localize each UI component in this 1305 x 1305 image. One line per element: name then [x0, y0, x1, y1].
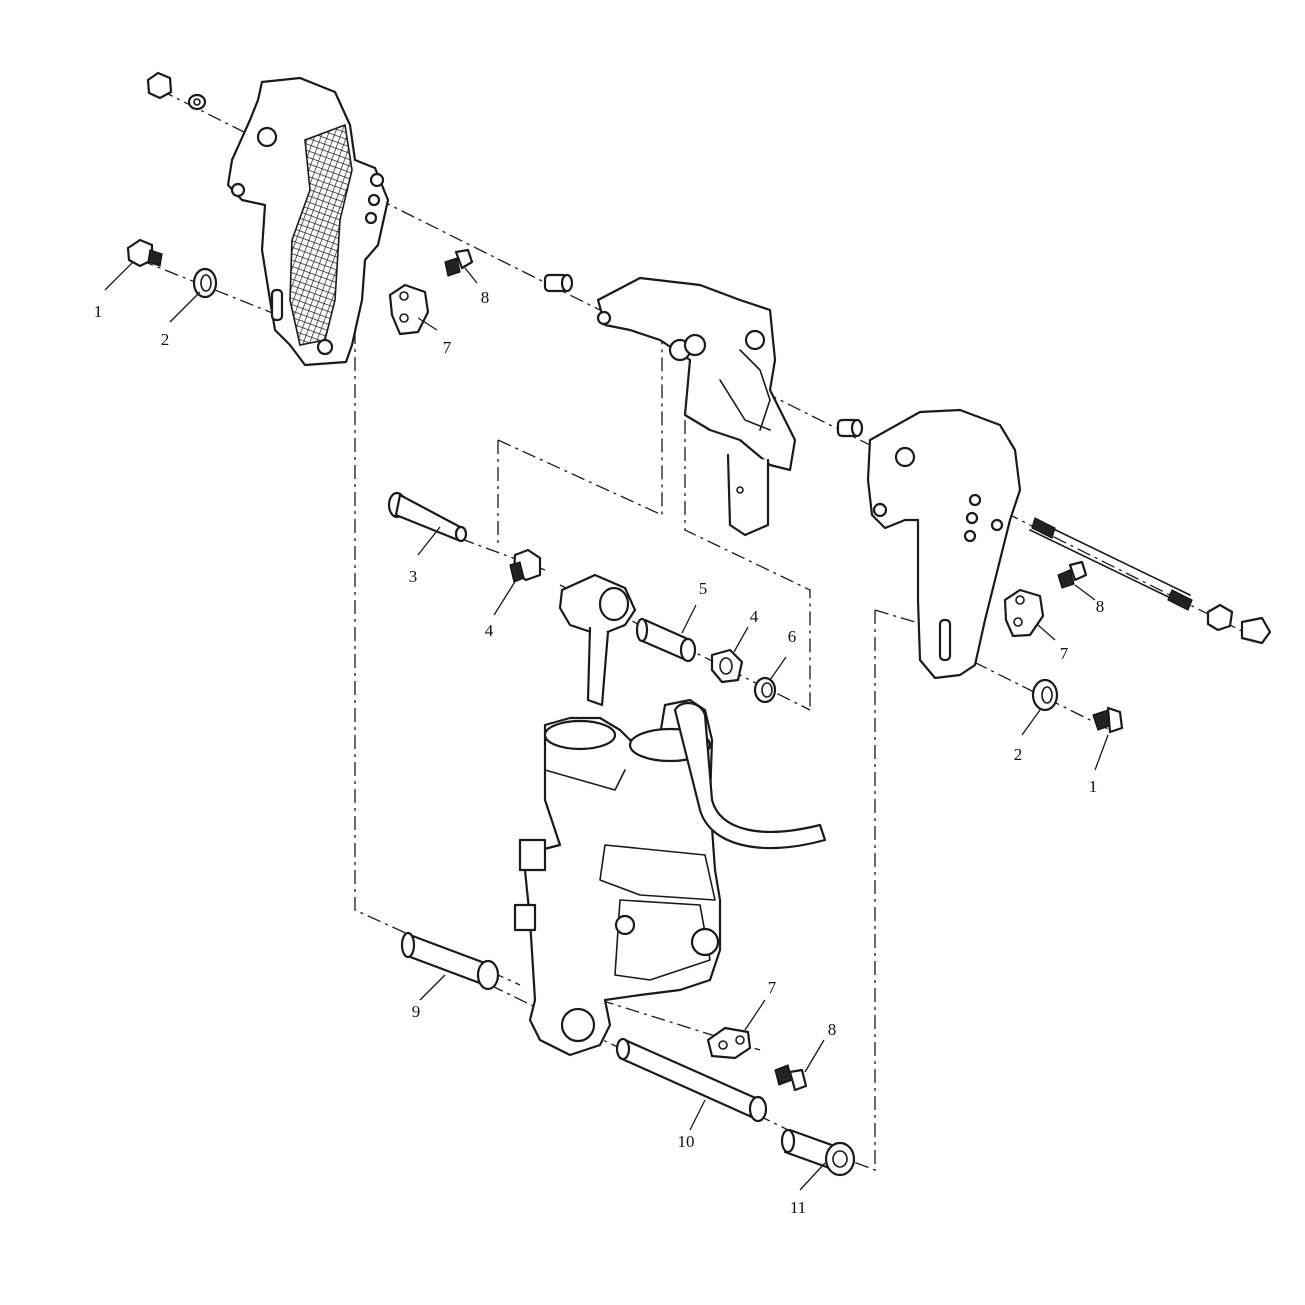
plate-7-upper	[388, 283, 430, 336]
callout-2-left: 2	[161, 330, 170, 349]
bushing-4-right	[710, 648, 744, 684]
bolt-8-right	[1057, 560, 1088, 589]
bolt-8-lower	[774, 1064, 808, 1092]
left-clamp-bracket	[226, 76, 390, 367]
leader-lines	[104, 261, 1109, 1191]
callout-7-right: 7	[1060, 644, 1069, 663]
callout-8-right: 8	[1096, 597, 1105, 616]
through-rod	[1029, 517, 1272, 645]
callout-8-lower: 8	[828, 1020, 837, 1039]
callout-7-upper: 7	[443, 338, 452, 357]
bolt-8-upper	[444, 248, 474, 277]
bolt-1-left	[126, 238, 163, 268]
swivel-bracket	[596, 276, 797, 537]
top-left-nut	[146, 71, 207, 111]
callout-10: 10	[678, 1132, 695, 1151]
callout-labels: 1 2 8 7 3 4 5 4 6 8 7 2 1 9 7 8 10 11	[94, 288, 1105, 1217]
callout-2-right: 2	[1014, 745, 1023, 764]
plate-7-lower	[706, 1026, 752, 1060]
pin-3	[387, 491, 468, 543]
callout-5: 5	[699, 579, 708, 598]
callout-9: 9	[412, 1002, 421, 1021]
bushing-11	[780, 1128, 856, 1177]
sleeve-9	[400, 931, 500, 991]
sleeve-5	[635, 617, 697, 663]
bushing-4-left	[509, 548, 542, 583]
washer-2-right	[1031, 678, 1059, 712]
callout-4-left: 4	[485, 621, 494, 640]
callout-7-lower: 7	[768, 978, 777, 997]
bolt-1-right	[1092, 706, 1124, 734]
pin-10	[615, 1037, 768, 1123]
clip-6	[753, 676, 777, 704]
callout-1-left: 1	[94, 302, 103, 321]
callout-3: 3	[409, 567, 418, 586]
right-clamp-bracket	[866, 408, 1022, 680]
callout-6: 6	[788, 627, 797, 646]
callout-1-right: 1	[1089, 777, 1098, 796]
callout-11: 11	[790, 1198, 806, 1217]
cylinder-eye	[558, 573, 637, 707]
washer-2-left	[192, 267, 218, 299]
callout-4-right: 4	[750, 607, 759, 626]
bushing-top-center	[543, 273, 574, 293]
plate-7-right	[1003, 588, 1045, 638]
callout-8-upper: 8	[481, 288, 490, 307]
bushing-right	[836, 418, 864, 438]
tilt-trim-unit	[513, 698, 827, 1057]
